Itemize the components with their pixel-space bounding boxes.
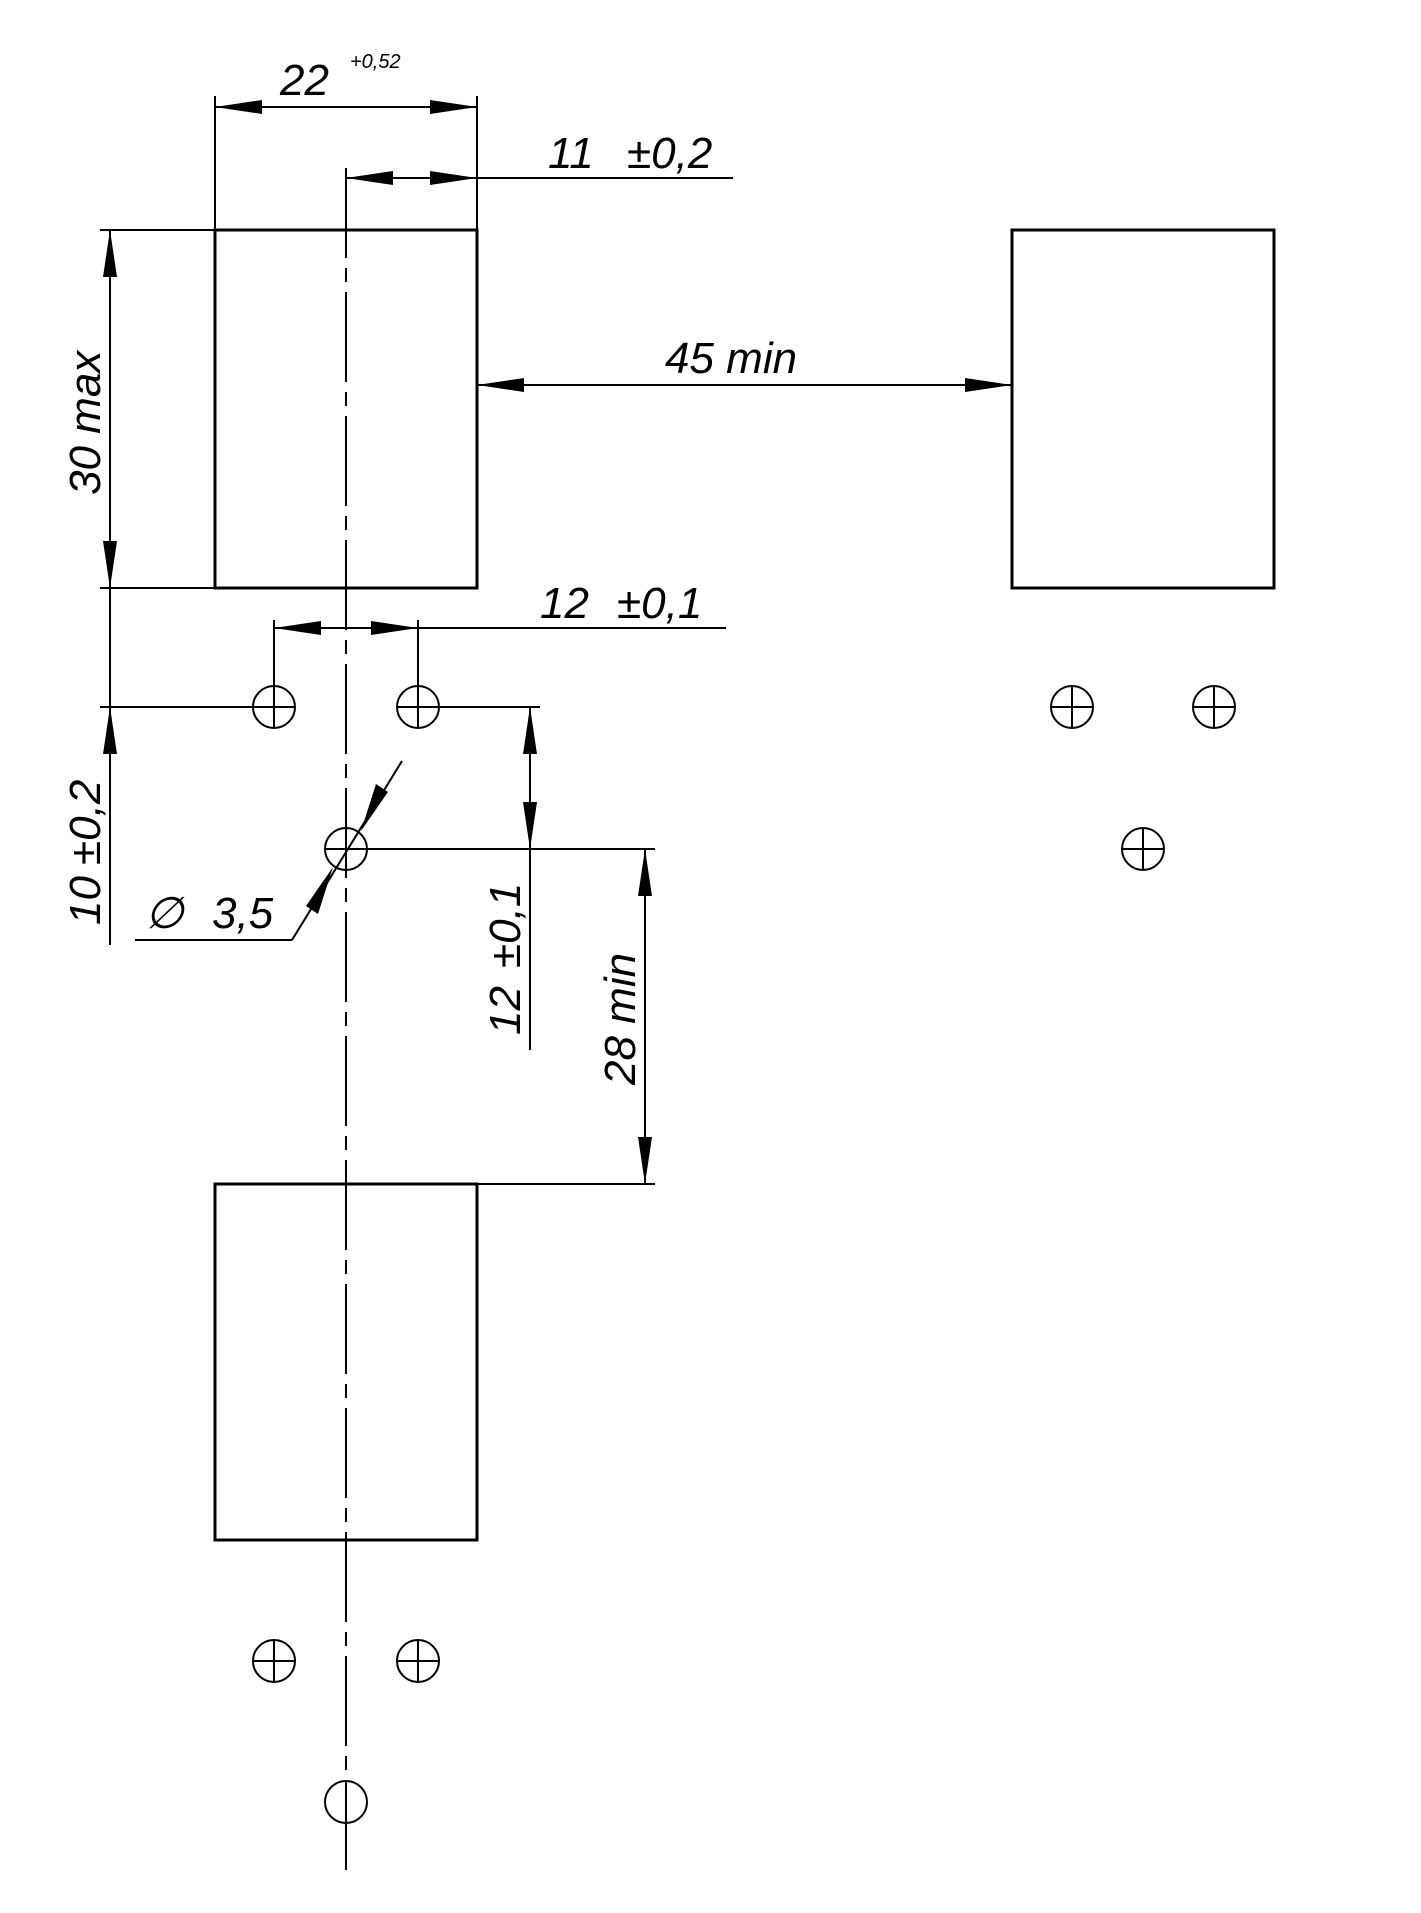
relay-body-top-left bbox=[213, 228, 479, 590]
dim-gap-10: 10 ±0,2 bbox=[61, 588, 253, 945]
dim-width-22: 22 +0,52 bbox=[214, 51, 478, 230]
dim-pin-spacing-12-h-tolerance: ±0,1 bbox=[617, 579, 702, 628]
pin-hole-6 bbox=[1121, 827, 1165, 871]
dim-spacing-28: 28 min bbox=[477, 848, 655, 1185]
dim-width-22-value: 22 bbox=[279, 56, 329, 105]
dim-hole-diameter-value: 3,5 bbox=[212, 889, 274, 938]
dim-offset-11: 11 ±0,2 bbox=[346, 129, 733, 185]
relay-body-top-right bbox=[1010, 228, 1276, 590]
pin-hole-3 bbox=[324, 827, 368, 871]
dim-pin-spacing-12-h-value: 12 bbox=[540, 579, 589, 628]
dim-spacing-45: 45 min bbox=[477, 334, 1012, 392]
dim-offset-11-tolerance: ±0,2 bbox=[627, 129, 712, 178]
pin-hole-4 bbox=[1050, 685, 1094, 729]
dim-pin-spacing-12-v-value: 12 bbox=[481, 986, 530, 1035]
dim-hole-diameter-symbol: ∅ bbox=[145, 889, 185, 938]
pin-hole-5 bbox=[1192, 685, 1236, 729]
pin-hole-1 bbox=[252, 685, 296, 729]
dim-height-30: 30 max bbox=[61, 229, 477, 589]
dim-pin-spacing-12-h: 12 ±0,1 bbox=[273, 579, 726, 686]
dim-width-22-tolerance: +0,52 bbox=[350, 51, 401, 73]
dim-gap-10-value: 10 bbox=[61, 876, 110, 925]
dim-gap-10-tolerance: ±0,2 bbox=[61, 780, 110, 865]
pin-hole-7 bbox=[252, 1639, 296, 1683]
pin-hole-8 bbox=[396, 1639, 440, 1683]
dim-spacing-45-text: 45 min bbox=[665, 334, 797, 383]
dim-pin-spacing-12-v: 12 ±0,1 bbox=[367, 706, 540, 1050]
dim-pin-spacing-12-v-tolerance: ±0,1 bbox=[481, 883, 530, 968]
pin-hole-9-plain bbox=[324, 1780, 368, 1824]
dim-spacing-28-text: 28 min bbox=[596, 953, 645, 1086]
pin-hole-2 bbox=[396, 685, 440, 729]
relay-body-bottom-left bbox=[213, 1182, 479, 1542]
dim-height-30-text: 30 max bbox=[61, 349, 110, 495]
dim-hole-diameter: ∅ 3,5 bbox=[135, 760, 403, 941]
dim-offset-11-value: 11 bbox=[548, 129, 594, 178]
